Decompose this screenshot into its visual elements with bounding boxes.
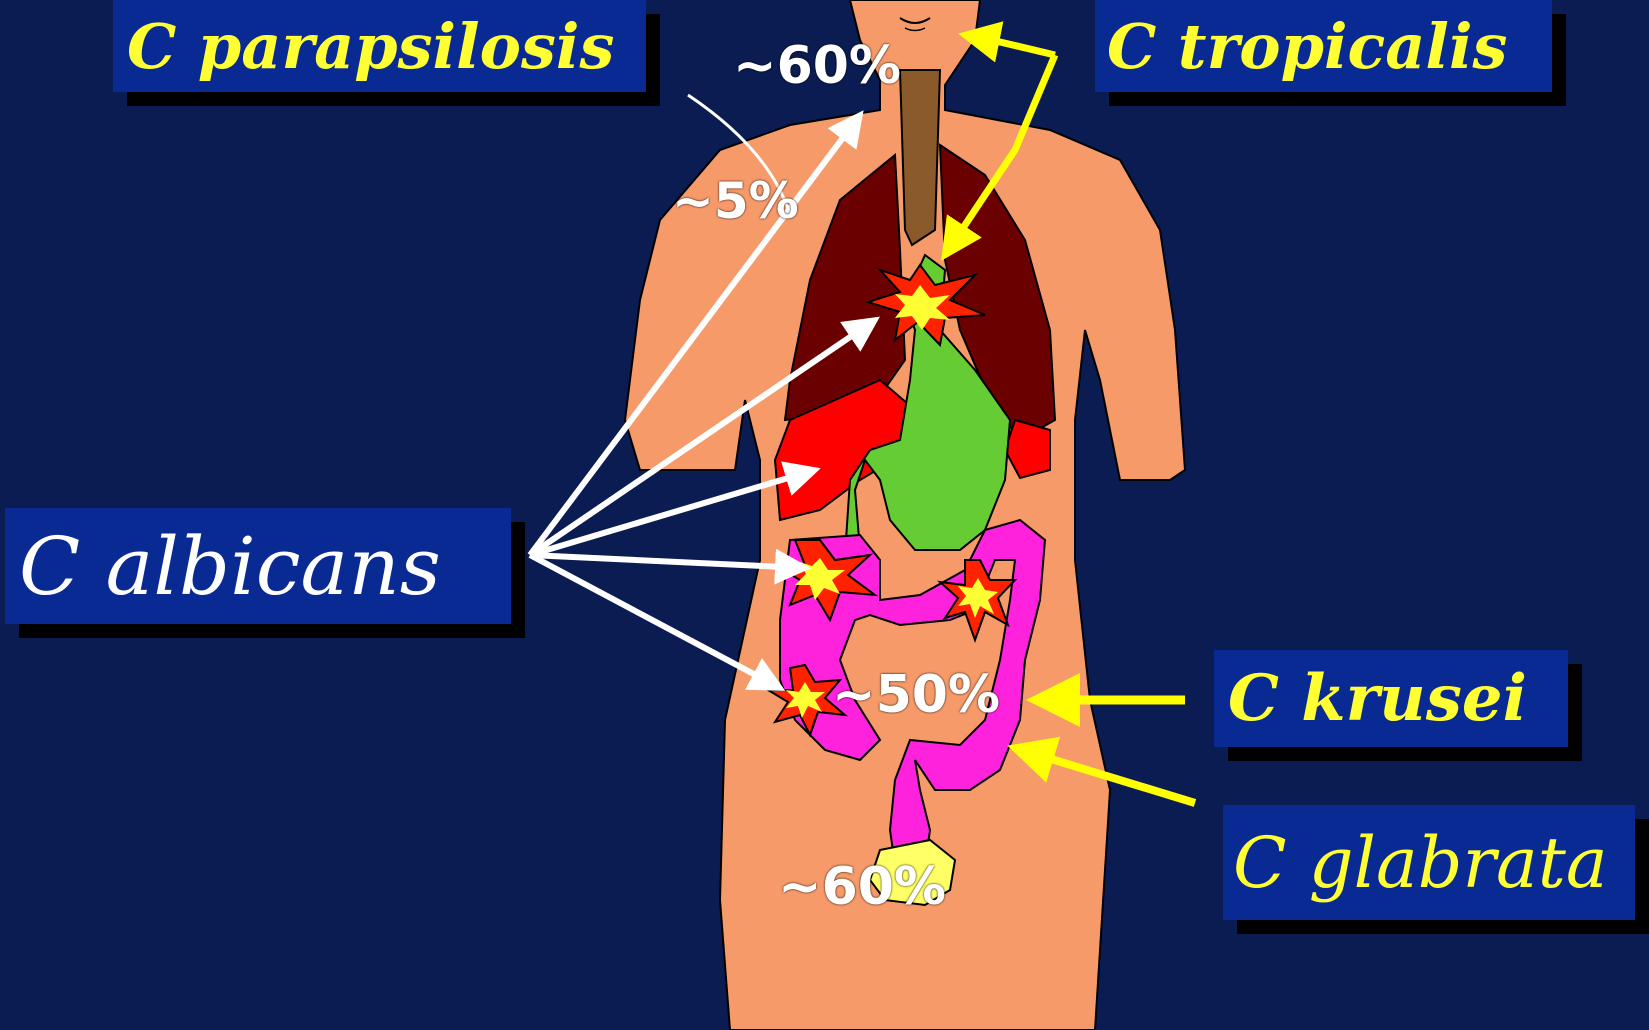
arrow-icon — [530, 555, 780, 688]
label-c-tropicalis-text: C tropicalis — [1107, 10, 1507, 83]
label-c-glabrata-text: C glabrata — [1233, 822, 1608, 904]
label-c-parapsilosis-text: C parapsilosis — [127, 10, 614, 83]
label-c-glabrata: C glabrata — [1223, 805, 1635, 920]
arrow-icon — [965, 35, 1055, 55]
label-c-krusei-text: C krusei — [1228, 661, 1527, 736]
pct-vagina: ~60% — [778, 857, 946, 917]
label-c-krusei: C krusei — [1214, 650, 1568, 747]
pct-skin: ~5% — [672, 172, 799, 230]
label-c-albicans-text: C albicans — [19, 520, 441, 613]
pct-mouth: ~60% — [733, 36, 901, 96]
label-c-albicans: C albicans — [5, 508, 511, 624]
label-c-parapsilosis: C parapsilosis — [113, 0, 646, 92]
label-c-tropicalis: C tropicalis — [1095, 0, 1552, 92]
pct-gut: ~50% — [832, 665, 1000, 725]
trachea — [900, 70, 940, 245]
